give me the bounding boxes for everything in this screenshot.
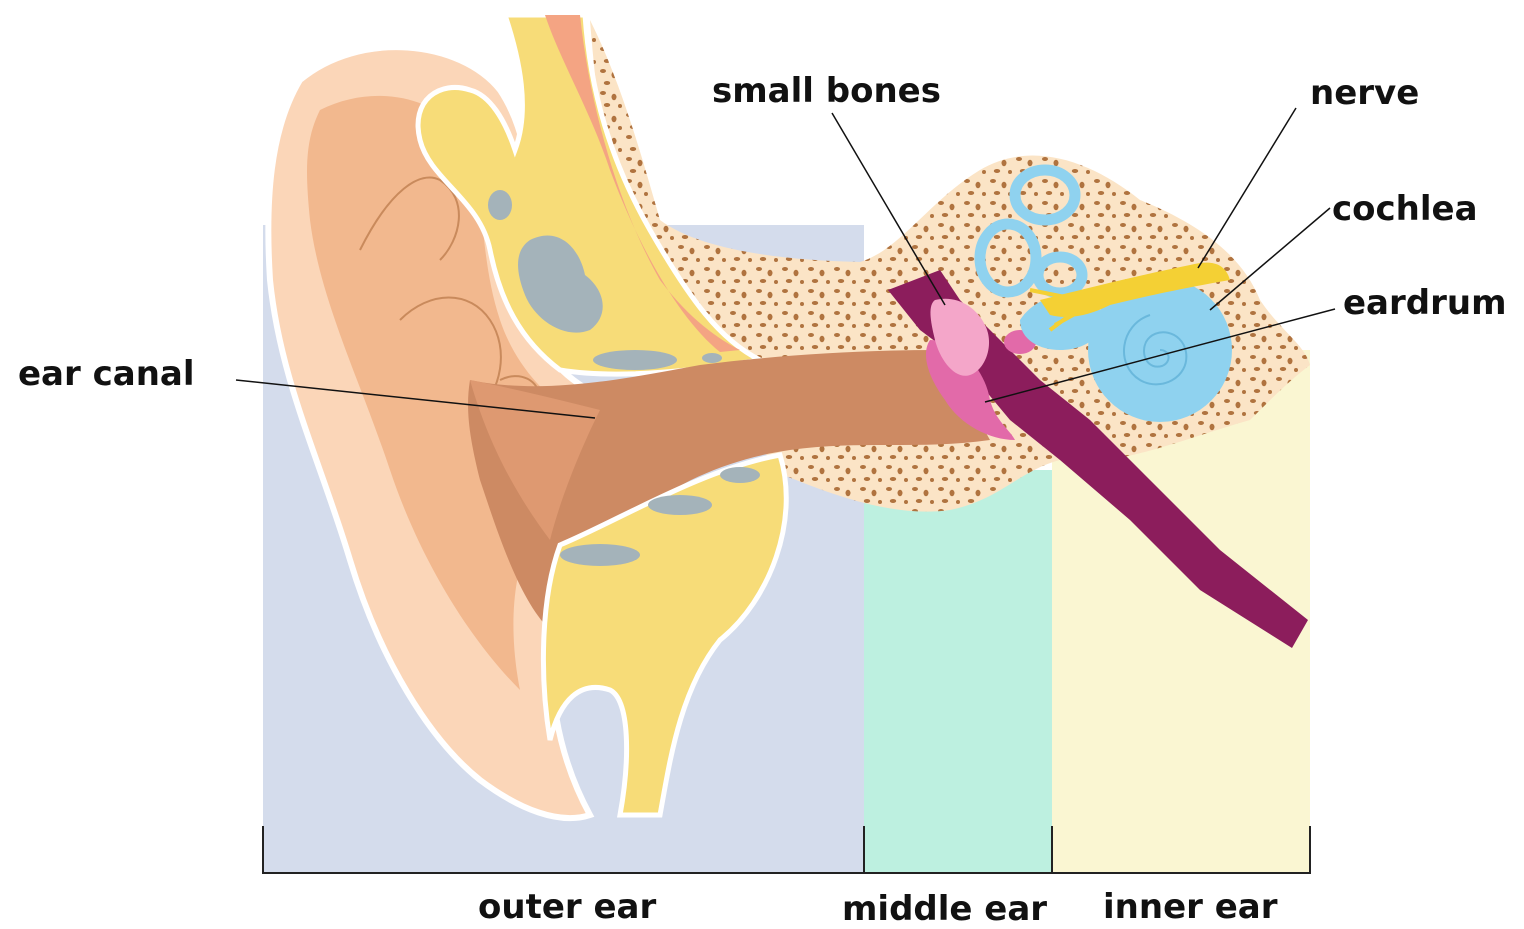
label-nerve: nerve (1310, 73, 1419, 113)
label-middle-ear: middle ear (842, 889, 1047, 925)
middle-ear-region (864, 470, 1052, 873)
tissue-blob (593, 350, 677, 370)
label-eardrum: eardrum (1343, 283, 1507, 323)
label-ear-canal: ear canal (18, 354, 195, 394)
tissue-blob (648, 495, 712, 515)
label-small-bones: small bones (712, 71, 941, 111)
label-outer-ear: outer ear (478, 887, 656, 925)
pointer-nerve (1198, 108, 1296, 268)
tissue-blob (720, 467, 760, 483)
label-cochlea: cochlea (1332, 189, 1478, 229)
label-inner-ear: inner ear (1103, 887, 1278, 925)
tissue-blob (488, 190, 512, 220)
tissue-blob (560, 544, 640, 566)
tissue-blob (702, 353, 722, 363)
